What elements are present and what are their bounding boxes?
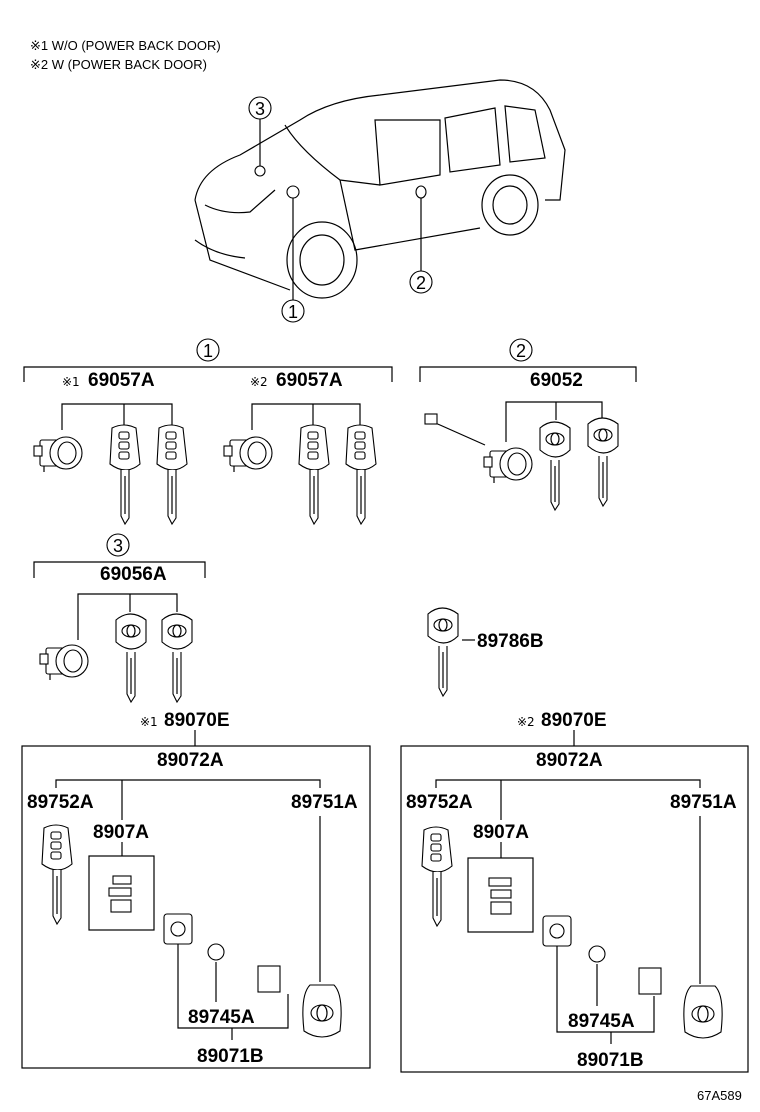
svg-text:1: 1	[288, 302, 298, 322]
note-2: ※2 W (POWER BACK DOOR)	[30, 57, 207, 72]
svg-text:89786B: 89786B	[477, 631, 544, 652]
part-69057A-right: 69057A	[276, 370, 343, 391]
svg-text:3: 3	[113, 536, 123, 556]
part-69056A: 69056A	[100, 564, 167, 585]
group-3: 3 69056A	[33, 533, 206, 703]
group-2: 2 69052	[419, 338, 637, 511]
group-1: 1 ※1 69057A ※2 69057A	[23, 338, 393, 525]
kit-right: ※2 89070E 89072A 89752A 8907A 89751A 897…	[400, 710, 749, 1073]
svg-text:2: 2	[416, 273, 426, 293]
kit-left: ※1 89070E 89072A 89752A 8907A 89751A 897…	[21, 710, 371, 1069]
part-8907A-right: 8907A	[473, 822, 529, 843]
part-89752A-left: 89752A	[27, 792, 94, 813]
part-89071B-left: 89071B	[197, 1046, 264, 1067]
part-69052: 69052	[530, 370, 583, 391]
svg-text:1: 1	[203, 341, 213, 361]
part-69057A-left: 69057A	[88, 370, 155, 391]
svg-text:2: 2	[516, 341, 526, 361]
part-89070E-left: 89070E	[164, 710, 230, 731]
part-89070E-right: 89070E	[541, 710, 607, 731]
part-89745A-left: 89745A	[188, 1007, 255, 1028]
part-89751A-right: 89751A	[670, 792, 737, 813]
vehicle-illustration	[194, 79, 566, 299]
key-89786B: 89786B	[427, 607, 544, 697]
callout-1: 1	[281, 198, 305, 323]
part-89752A-right: 89752A	[406, 792, 473, 813]
svg-text:※1: ※1	[62, 375, 80, 389]
svg-text:※2: ※2	[250, 375, 268, 389]
svg-text:3: 3	[255, 99, 265, 119]
part-89072A-left: 89072A	[157, 750, 224, 771]
part-89751A-left: 89751A	[291, 792, 358, 813]
part-89745A-right: 89745A	[568, 1011, 635, 1032]
svg-text:※2: ※2	[517, 715, 535, 729]
diagram-code: 67A589	[697, 1088, 742, 1103]
part-8907A-left: 8907A	[93, 822, 149, 843]
note-1: ※1 W/O (POWER BACK DOOR)	[30, 38, 221, 53]
callout-2: 2	[409, 198, 433, 294]
callout-3: 3	[248, 96, 272, 166]
svg-text:※1: ※1	[140, 715, 158, 729]
part-89071B-right: 89071B	[577, 1050, 644, 1071]
part-89072A-right: 89072A	[536, 750, 603, 771]
